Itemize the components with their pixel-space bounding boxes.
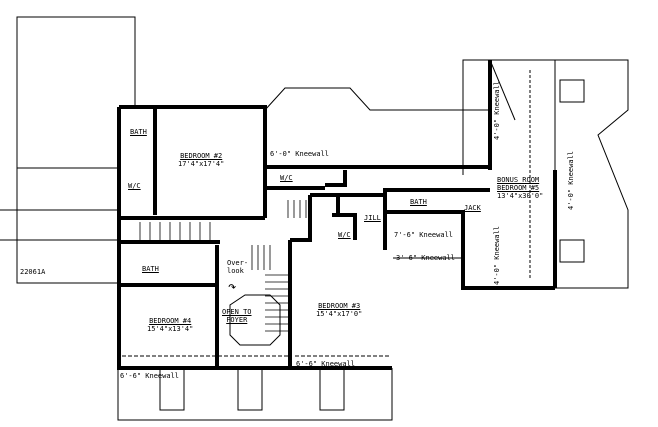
wall: [119, 105, 267, 218]
room-name: BONUS ROOM: [497, 176, 540, 184]
arrow-icon: ↷: [228, 279, 237, 295]
overlook-line1: Over-: [227, 259, 249, 267]
jill-label: JILL: [364, 214, 381, 222]
kneewall-label: 3'-6" Kneewall: [396, 254, 456, 262]
kneewall-label: 4'-0" Kneewall: [493, 225, 501, 285]
overlook-label: Over- look: [227, 259, 248, 275]
kneewall-label: 4'-0" Kneewall: [567, 150, 575, 210]
roof-line: [264, 87, 490, 111]
open-line1: OPEN TO: [222, 308, 252, 316]
room-name: BEDROOM #2: [180, 152, 223, 160]
room-size: 17'4"x17'4": [178, 160, 225, 168]
wall: [117, 107, 290, 370]
wic-label: W/C: [280, 174, 293, 182]
kneewall-label: 4'-0" Kneewall: [493, 80, 501, 140]
open-line2: FOYER: [226, 316, 248, 324]
roof-line: [117, 368, 393, 421]
bedroom-4-label: BEDROOM #4 15'4"x13'4": [147, 317, 193, 333]
room-name: BEDROOM #4: [149, 317, 192, 325]
room-size: 15'4"x13'4": [147, 325, 194, 333]
room-size: 13'4"x30'0": [497, 192, 544, 200]
kneewall-label: 6'-6" Kneewall: [296, 360, 356, 368]
wic-label: W/C: [338, 231, 351, 239]
bath-label: BATH: [410, 198, 427, 206]
kneewall-label: 7'-6" Kneewall: [394, 231, 454, 239]
bedroom-2-label: BEDROOM #2 17'4"x17'4": [178, 152, 224, 168]
room-name: BEDROOM #3: [318, 302, 361, 310]
roof-line: [462, 59, 629, 289]
kneewall-label: 6'-0" Kneewall: [270, 150, 330, 158]
plan-id: 22061A: [20, 268, 46, 276]
open-to-foyer-outline: [229, 294, 281, 346]
kneewall-label: 6'-6" Kneewall: [120, 372, 180, 380]
wic-label: W/C: [128, 182, 141, 190]
room-size: 15'4"x17'0": [316, 310, 363, 318]
bonus-room-label: BONUS ROOM BEDROOM #5 13'4"x30'0": [497, 176, 543, 200]
bath-label: BATH: [130, 128, 147, 136]
open-to-foyer-label: OPEN TO FOYER: [222, 308, 252, 324]
room-name-alt: BEDROOM #5: [497, 184, 540, 192]
overlook-line2: look: [227, 267, 244, 275]
roof-line: [16, 16, 136, 284]
jack-label: JACK: [464, 204, 481, 212]
bedroom-3-label: BEDROOM #3 15'4"x17'0": [316, 302, 362, 318]
bath-label: BATH: [142, 265, 159, 273]
